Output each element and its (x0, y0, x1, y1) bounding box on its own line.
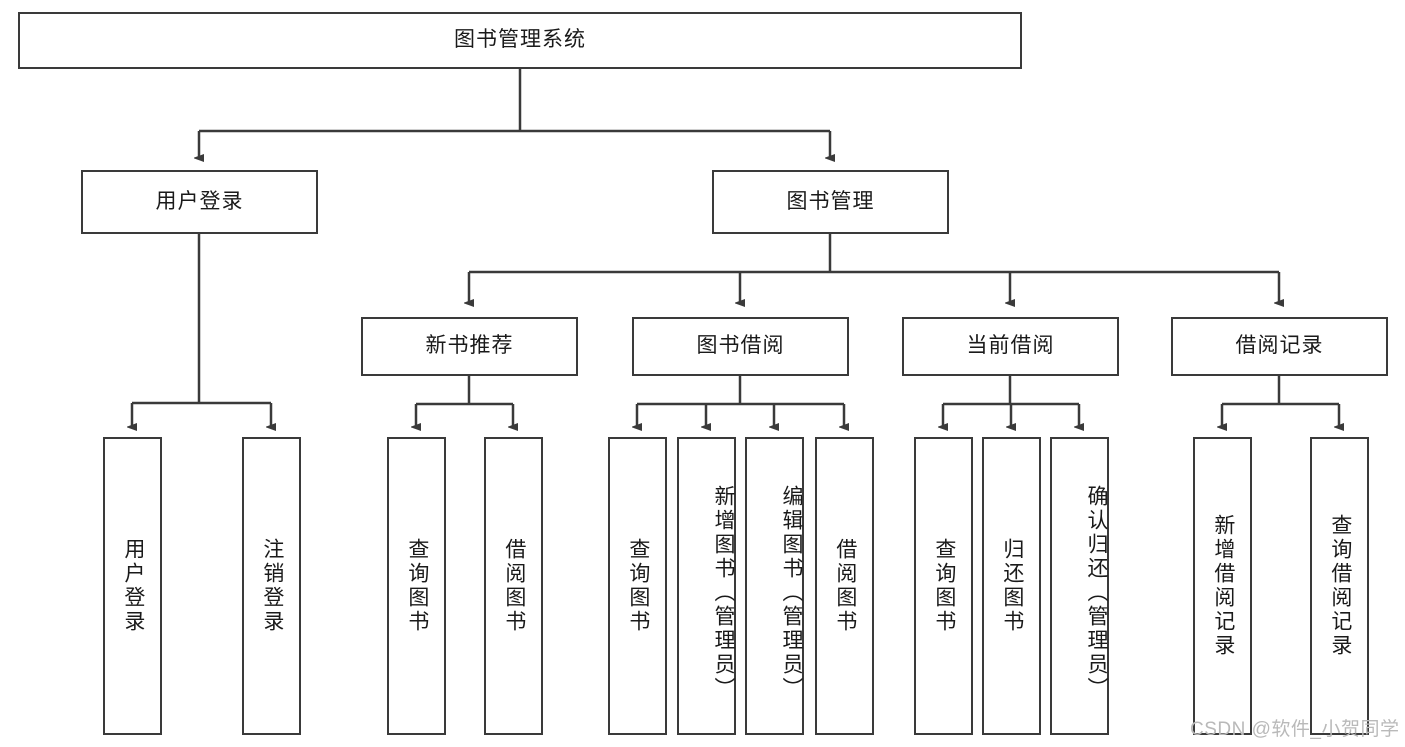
node-label: 新增图书（管理员） (712, 485, 735, 701)
node-label: 用户登录 (155, 189, 244, 213)
leaf-current-borrow-query-book[interactable]: 查询图书 (914, 437, 973, 735)
leaf-borrow-record-query-record[interactable]: 查询借阅记录 (1310, 437, 1369, 735)
node-label: 借阅图书 (502, 538, 526, 634)
node-label: 注销登录 (260, 538, 284, 634)
node-label: 查询图书 (626, 538, 650, 634)
leaf-book-borrow-borrow-book[interactable]: 借阅图书 (815, 437, 874, 735)
node-root-book-management-system[interactable]: 图书管理系统 (18, 12, 1022, 69)
node-label: 新增借阅记录 (1211, 514, 1235, 658)
node-label: 借阅图书 (833, 538, 857, 634)
node-label: 图书管理 (786, 189, 875, 213)
node-book-management[interactable]: 图书管理 (712, 170, 949, 234)
node-label: 新书推荐 (425, 334, 514, 358)
leaf-new-book-borrow-book[interactable]: 借阅图书 (484, 437, 543, 735)
leaf-user-login-login[interactable]: 用户登录 (103, 437, 162, 735)
node-label: 编辑图书（管理员） (780, 485, 803, 701)
node-current-borrow[interactable]: 当前借阅 (902, 317, 1119, 376)
leaf-book-borrow-query-book[interactable]: 查询图书 (608, 437, 667, 735)
leaf-book-borrow-edit-book-admin[interactable]: 编辑图书（管理员） (745, 437, 804, 735)
leaf-new-book-query-book[interactable]: 查询图书 (387, 437, 446, 735)
node-label: 图书管理系统 (454, 28, 586, 52)
leaf-current-borrow-confirm-return-admin[interactable]: 确认归还（管理员） (1050, 437, 1109, 735)
node-label: 借阅记录 (1235, 334, 1324, 358)
node-label: 图书借阅 (696, 334, 785, 358)
node-label: 归还图书 (1000, 538, 1024, 634)
node-borrow-record[interactable]: 借阅记录 (1171, 317, 1388, 376)
leaf-current-borrow-return-book[interactable]: 归还图书 (982, 437, 1041, 735)
node-book-borrow[interactable]: 图书借阅 (632, 317, 849, 376)
node-label: 用户登录 (121, 538, 145, 634)
node-label: 查询图书 (405, 538, 429, 634)
node-label: 查询借阅记录 (1328, 514, 1352, 658)
watermark-text: CSDN @软件_小贺同学 (1190, 719, 1400, 740)
leaf-user-login-logout[interactable]: 注销登录 (242, 437, 301, 735)
node-label: 当前借阅 (966, 334, 1055, 358)
node-new-book-recommend[interactable]: 新书推荐 (361, 317, 578, 376)
node-label: 确认归还（管理员） (1085, 485, 1108, 701)
node-label: 查询图书 (932, 538, 956, 634)
leaf-book-borrow-add-book-admin[interactable]: 新增图书（管理员） (677, 437, 736, 735)
node-user-login[interactable]: 用户登录 (81, 170, 318, 234)
leaf-borrow-record-add-record[interactable]: 新增借阅记录 (1193, 437, 1252, 735)
